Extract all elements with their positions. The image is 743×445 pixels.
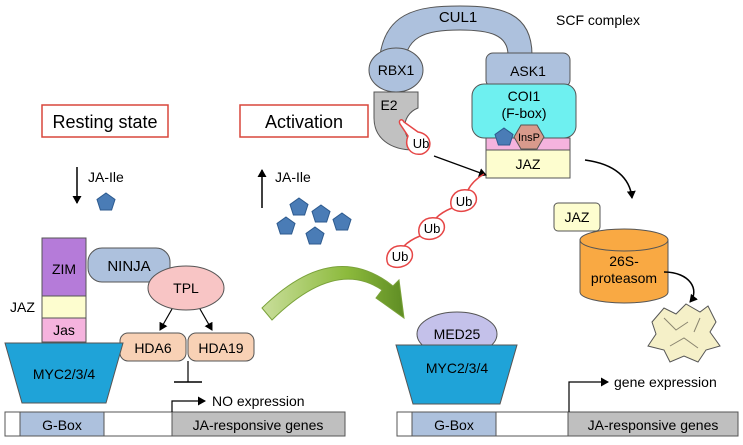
26s-proteasome bbox=[579, 239, 669, 304]
svg-text:G-Box: G-Box bbox=[434, 417, 474, 433]
svg-text:ASK1: ASK1 bbox=[510, 63, 546, 79]
svg-text:HDA19: HDA19 bbox=[198, 340, 243, 356]
svg-text:JA-responsive genes: JA-responsive genes bbox=[588, 417, 719, 433]
ja-ile-pentagon bbox=[96, 192, 116, 211]
myc-transcription-factor bbox=[395, 344, 518, 405]
svg-text:Ub: Ub bbox=[392, 249, 409, 264]
svg-text:Activation: Activation bbox=[265, 112, 343, 132]
svg-text:ZIM: ZIM bbox=[52, 261, 76, 277]
ub-chain-link bbox=[386, 235, 421, 269]
transition-arrow bbox=[261, 266, 405, 321]
hda19-protein bbox=[187, 332, 255, 362]
svg-text:Ub: Ub bbox=[424, 221, 441, 236]
svg-text:JAZ: JAZ bbox=[10, 299, 35, 315]
svg-text:JA-responsive genes: JA-responsive genes bbox=[193, 417, 324, 433]
svg-text:Jas: Jas bbox=[53, 322, 75, 338]
svg-text:TPL: TPL bbox=[173, 280, 199, 296]
activation-label: Activation bbox=[239, 104, 369, 138]
svg-text:Resting state: Resting state bbox=[52, 112, 157, 132]
resting-state-label: Resting state bbox=[41, 104, 169, 138]
ja-ile-resting: JA-Ile bbox=[72, 167, 124, 211]
scf-complex: SCF complex CUL1 ASK1 E2 RBX1 Ub COI1 (F… bbox=[368, 5, 640, 179]
svg-text:COI1: COI1 bbox=[508, 88, 541, 104]
ja-ile-pentagon bbox=[305, 226, 325, 245]
active-dna: G-Box JA-responsive genes gene expressio… bbox=[396, 374, 739, 437]
svg-text:Ub: Ub bbox=[456, 194, 473, 209]
active-complex: MED25 MYC2/3/4 bbox=[395, 311, 518, 405]
svg-text:JA-Ile: JA-Ile bbox=[88, 169, 124, 185]
svg-text:MED25: MED25 bbox=[434, 326, 481, 342]
ja-ile-pentagon bbox=[332, 212, 352, 231]
ninja-protein bbox=[87, 247, 171, 283]
g-box bbox=[411, 411, 497, 437]
svg-text:NINJA: NINJA bbox=[107, 258, 150, 275]
svg-text:E2: E2 bbox=[380, 97, 397, 113]
myc-transcription-factor bbox=[4, 342, 124, 404]
resting-dna: G-Box JA-responsive genes NO expression bbox=[4, 393, 346, 437]
rbx1-protein bbox=[368, 47, 424, 93]
svg-text:HDA6: HDA6 bbox=[134, 340, 172, 356]
resting-complex: ZIM JAZ Jas NINJA TPL HDA6 HDA19 MYC2/3/… bbox=[4, 237, 255, 404]
ja-ile-pentagon bbox=[494, 127, 514, 146]
svg-text:proteasom: proteasom bbox=[591, 270, 657, 286]
jaz-protein bbox=[41, 295, 87, 319]
svg-text:JAZ: JAZ bbox=[516, 156, 541, 172]
ja-ile-activation: JA-Ile bbox=[257, 169, 352, 245]
g-box bbox=[19, 411, 105, 437]
zim-domain bbox=[41, 237, 87, 297]
svg-text:RBX1: RBX1 bbox=[378, 62, 415, 78]
svg-text:JAZ: JAZ bbox=[565, 209, 590, 225]
ja-responsive-genes bbox=[567, 411, 739, 437]
svg-text:(F-box): (F-box) bbox=[501, 105, 546, 121]
svg-text:JA-Ile: JA-Ile bbox=[275, 169, 311, 185]
insp-cofactor bbox=[513, 124, 545, 150]
svg-text:MYC2/3/4: MYC2/3/4 bbox=[426, 360, 488, 376]
svg-text:CUL1: CUL1 bbox=[439, 9, 477, 26]
ja-ile-pentagon bbox=[276, 216, 296, 235]
ja-ile-pentagon bbox=[311, 204, 331, 223]
svg-text:26S-: 26S- bbox=[609, 253, 639, 269]
ja-responsive-genes bbox=[171, 411, 346, 437]
svg-text:G-Box: G-Box bbox=[42, 417, 82, 433]
jaz-protein bbox=[553, 202, 601, 232]
svg-text:MYC2/3/4: MYC2/3/4 bbox=[33, 366, 95, 382]
jaz-protein bbox=[485, 149, 571, 179]
scf-complex-label: SCF complex bbox=[556, 12, 640, 28]
degraded-jaz-fragments bbox=[647, 303, 721, 363]
ja-ile-pentagon bbox=[289, 197, 309, 216]
gene-expression-label: gene expression bbox=[614, 374, 717, 390]
ubiquitin-chain: Ub Ub Ub bbox=[386, 173, 485, 269]
svg-text:InsP: InsP bbox=[518, 132, 540, 144]
ub-attached bbox=[398, 119, 431, 155]
no-expression-label: NO expression bbox=[212, 393, 305, 409]
tpl-protein bbox=[147, 265, 225, 311]
jas-domain bbox=[41, 317, 87, 343]
svg-text:Ub: Ub bbox=[413, 136, 430, 151]
degradation: 26S- proteasom JAZ bbox=[553, 159, 721, 363]
